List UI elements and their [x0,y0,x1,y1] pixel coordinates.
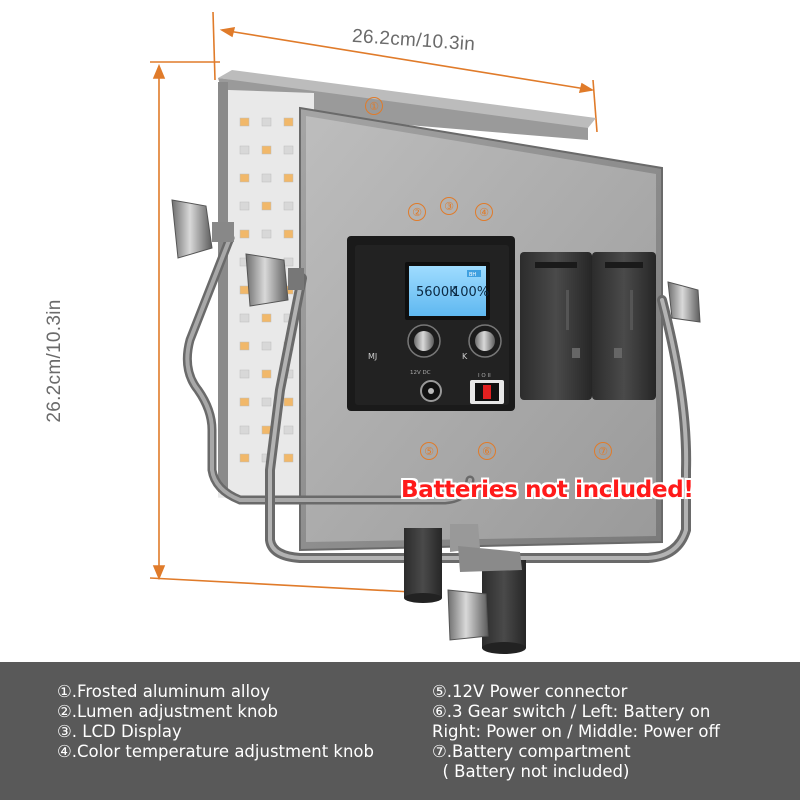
led-chip [283,201,294,211]
led-chip [283,229,294,239]
legend-item: ②.Lumen adjustment knob [57,702,278,721]
led-chip [283,453,294,463]
callout-2: ② [408,203,426,221]
legend-item: ⑦.Battery compartment [432,742,631,761]
stand-lock-knob[interactable] [447,589,489,641]
lcd-left-reading: 5600K [416,285,458,300]
legend-left-column: ①.Frosted aluminum alloy ②.Lumen adjustm… [57,682,374,762]
left-knob-label: MJ [368,352,377,361]
yoke-bracket [182,233,692,563]
led-chip [283,145,294,155]
height-dimension-label: 26.2cm/10.3in [44,299,65,423]
led-chip [261,229,272,239]
led-chip [261,397,272,407]
callout-3: ③ [440,197,458,215]
callout-1: ① [365,97,383,115]
legend-item: ③. LCD Display [57,722,182,741]
led-chip [239,313,250,323]
control-board [347,236,515,411]
led-chip [283,425,294,435]
led-chip [283,117,294,127]
callout-6: ⑥ [478,442,496,460]
led-chip [283,397,294,407]
color-temp-knob-cap [475,331,495,351]
led-chip [239,117,250,127]
battery-right [592,252,656,400]
lcd-small-label: BH [469,272,476,278]
led-chip [261,313,272,323]
batteries-warning: Batteries not included! [401,477,694,503]
led-chip [239,341,250,351]
legend-item: ①.Frosted aluminum alloy [57,682,270,701]
legend-item: ⑥.3 Gear switch / Left: Battery on [432,702,711,721]
led-chip [239,229,250,239]
product-illustration: 5600K 100% BH MJ K 12V DC I O II 26.2cm/… [44,11,701,654]
led-chip [283,173,294,183]
callout-4: ④ [475,203,493,221]
led-chip [261,369,272,379]
switch-marks-label: I O II [478,373,491,379]
led-chip [239,425,250,435]
legend-item: ④.Color temperature adjustment knob [57,742,374,761]
front-stand-tube [482,560,526,648]
right-knob-label: K [462,352,468,361]
feature-legend: ①.Frosted aluminum alloy ②.Lumen adjustm… [0,662,800,800]
legend-right-column: ⑤.12V Power connector ⑥.3 Gear switch / … [432,682,720,782]
legend-item: Right: Power on / Middle: Power off [432,722,720,741]
front-lock-knob[interactable] [245,253,289,307]
led-chip [261,201,272,211]
led-chip [239,397,250,407]
side-lock-knobs [171,199,701,323]
legend-item: ( Battery not included) [432,762,630,781]
led-chip [239,285,250,295]
battery-compartment [520,252,656,400]
led-chip [261,173,272,183]
left-lock-knob[interactable] [171,199,213,259]
lcd-right-reading: 100% [452,285,489,300]
led-chip [261,341,272,351]
rear-stand-tube [404,528,442,598]
led-chip [239,369,250,379]
battery-left [520,252,592,400]
right-lock-knob[interactable] [667,281,701,323]
led-chip [239,201,250,211]
led-panel-drawing: 5600K 100% BH MJ K 12V DC I O II [149,11,701,654]
led-chip [261,145,272,155]
led-chip [239,145,250,155]
legend-item: ⑤.12V Power connector [432,682,628,701]
stand-mount [404,524,526,654]
led-chip [239,173,250,183]
panel-markings: 5600K 100% BH MJ K 12V DC I O II [368,272,491,379]
callout-5: ⑤ [420,442,438,460]
led-chip [239,453,250,463]
led-chip [261,117,272,127]
power-input-label: 12V DC [410,370,431,376]
led-chip [283,257,294,267]
lumen-knob-cap [414,331,434,351]
callout-7: ⑦ [594,442,612,460]
